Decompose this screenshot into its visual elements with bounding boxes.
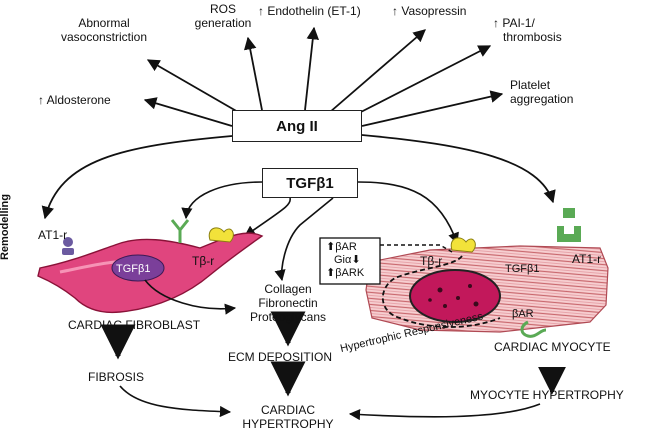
fibroblast-at1r-label: AT1-r xyxy=(38,228,68,242)
myocyte-at1r-label: AT1-r xyxy=(572,252,602,266)
angII-to-cells-arrows xyxy=(41,134,556,220)
fibrosis-label: FIBROSIS xyxy=(88,370,145,384)
remodelling-label: Remodelling xyxy=(0,193,12,261)
myocyte-signal-box-text: ⬆βAR Giα⬇ ⬆βARK xyxy=(326,241,365,279)
effect-endothelin: ↑ Endothelin (ET-1) xyxy=(258,4,361,18)
fibroblast-nucleus xyxy=(111,254,165,282)
up-arrow-icon: ⬆ xyxy=(326,241,336,253)
myocyte-signal-box xyxy=(319,237,381,285)
fibroblast-name: CARDIAC FIBROBLAST xyxy=(68,318,201,332)
effect-vasopressin: ↑ Vasopressin xyxy=(392,4,467,18)
fibroblast-green-receptor-icon xyxy=(170,219,190,243)
outcome-arrows xyxy=(100,311,566,421)
ecm-proteins: Collagen Fibronectin Proteoglycans xyxy=(249,282,327,324)
angII-box: Ang II xyxy=(232,110,362,142)
fibroblast-to-ecm-arrow xyxy=(144,279,237,315)
ecm-deposition-label: ECM DEPOSITION xyxy=(228,350,333,364)
myocyte-tbr-icon xyxy=(450,237,476,253)
effect-abnormal-vasoconstriction: Abnormal vasoconstriction xyxy=(60,16,148,44)
cardiac-hypertrophy-label: CARDIAC HYPERTROPHY xyxy=(242,403,334,431)
myocyte-tbr-label: Tβ-r xyxy=(420,254,443,268)
fibroblast-cell xyxy=(37,219,264,314)
effect-platelet-aggregation: Platelet aggregation xyxy=(510,78,574,106)
myocyte-at1r-icon xyxy=(557,208,581,242)
myocyte-nucleus xyxy=(409,269,501,323)
effect-aldosterone: ↑ Aldosterone xyxy=(38,93,111,107)
down-arrow-icon: ⬇ xyxy=(351,254,361,266)
myocyte-signal-path xyxy=(381,255,501,328)
fibroblast-tbr-icon xyxy=(208,227,234,243)
myocyte-tgfb1-label: TGFβ1 xyxy=(505,263,540,275)
myocyte-bar-label: βAR xyxy=(512,308,534,320)
tgfb1-label: TGFβ1 xyxy=(286,174,334,192)
myocyte-hypertrophy-label: MYOCYTE HYPERTROPHY xyxy=(470,388,624,402)
myocyte-name: CARDIAC MYOCYTE xyxy=(494,340,611,354)
angII-effect-arrows xyxy=(143,26,504,127)
up-arrow-icon: ⬆ xyxy=(326,267,336,279)
tgfb1-box: TGFβ1 xyxy=(262,168,358,198)
fibroblast-nucleus-label: TGFβ1 xyxy=(116,263,151,275)
fibroblast-tbr-label: Tβ-r xyxy=(192,254,215,268)
effect-pai1: ↑ PAI-1/ thrombosis xyxy=(493,16,562,44)
tgfb1-arrows xyxy=(181,181,459,282)
myocyte-bar-icon xyxy=(520,320,547,338)
angII-label: Ang II xyxy=(276,117,318,135)
effect-ros-generation: ROS generation xyxy=(194,2,252,30)
myocyte-cell xyxy=(365,208,609,338)
fibroblast-at1r-icon xyxy=(62,237,74,255)
